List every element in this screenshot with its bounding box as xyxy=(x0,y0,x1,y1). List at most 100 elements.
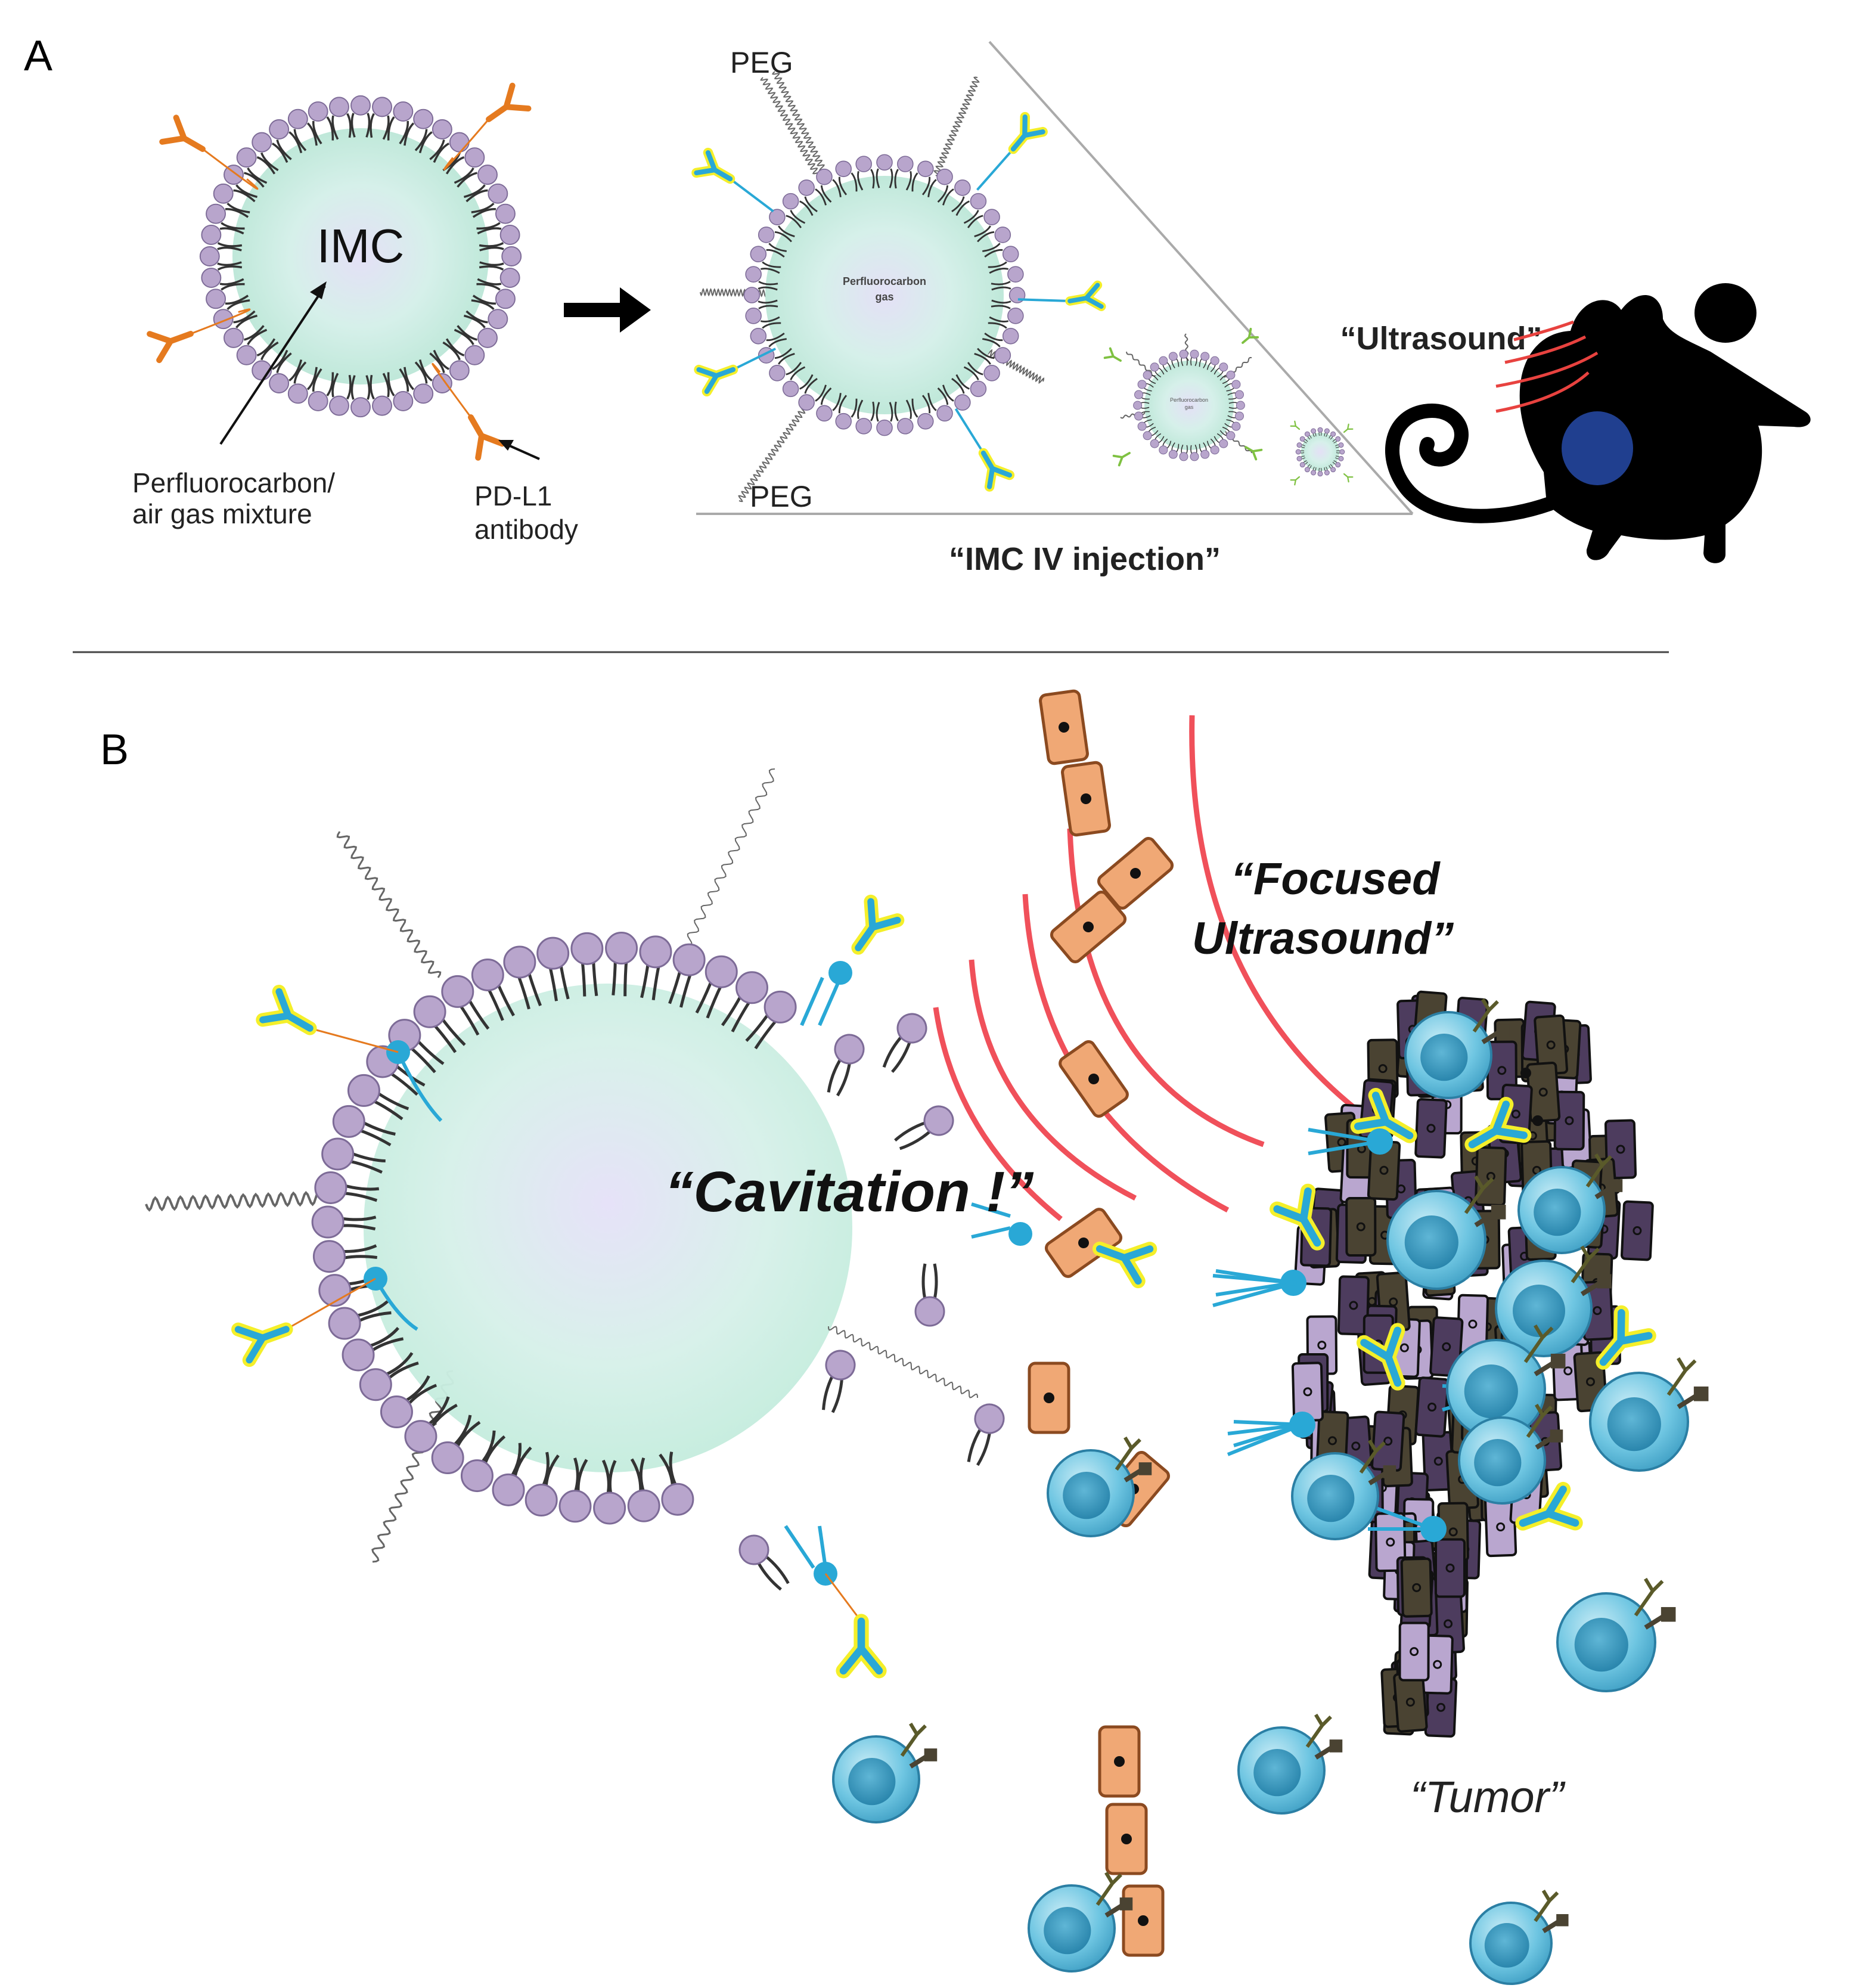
lipid-head xyxy=(1168,352,1178,361)
antibody-icon xyxy=(1065,280,1106,311)
receptor-icon xyxy=(1556,1914,1569,1927)
lipid-tail xyxy=(762,249,785,268)
lipid-head xyxy=(705,955,738,988)
tumor-site-icon xyxy=(1562,411,1633,485)
antibody-arms xyxy=(855,898,901,951)
lipid-head xyxy=(825,1350,856,1381)
lipid-head xyxy=(954,179,971,196)
t-cell-nucleus xyxy=(1484,1923,1529,1968)
lipid-head xyxy=(1296,455,1302,461)
lipid-head xyxy=(501,246,522,266)
lipid-tail xyxy=(756,1555,790,1591)
lipid-tail xyxy=(838,172,858,196)
receptor-icon xyxy=(1693,1386,1709,1401)
receptor-icon xyxy=(1305,1713,1332,1748)
antibody-linker xyxy=(784,1525,827,1569)
receptor-icon xyxy=(1383,1465,1396,1478)
receptor-icon xyxy=(1138,1462,1152,1475)
lipid-tail xyxy=(838,395,858,418)
lipid-tail xyxy=(370,113,390,140)
peg-chain xyxy=(738,407,806,503)
conjugate-bead xyxy=(1420,1516,1447,1542)
t-cell-nucleus xyxy=(1474,1439,1522,1487)
lipid-tail xyxy=(768,231,792,252)
tumor-cell-nucleus xyxy=(1327,1436,1337,1446)
lipid-head xyxy=(1304,431,1310,437)
tumor-cell-nucleus xyxy=(1383,1437,1393,1446)
lipid-tail xyxy=(758,286,778,304)
lipid-tail xyxy=(758,268,780,286)
lipid-tail xyxy=(942,188,965,213)
lipid-tail xyxy=(445,156,474,184)
lipid-tail xyxy=(927,387,949,411)
antibody-icon xyxy=(468,414,505,461)
lipid-head xyxy=(1210,356,1219,365)
tumor-cell-body xyxy=(1475,1146,1507,1207)
lipid-tail xyxy=(226,299,256,324)
lipid-head xyxy=(1338,455,1344,461)
antibody-icon xyxy=(147,331,194,364)
lipid-head xyxy=(206,289,226,309)
lipid-head xyxy=(1236,401,1245,410)
lipid-head xyxy=(994,347,1011,364)
antibody-linker xyxy=(954,408,985,454)
tumor-cell-nucleus xyxy=(1379,1165,1389,1175)
lipid-tail xyxy=(235,172,265,199)
lipid-head xyxy=(1179,349,1188,359)
lipid-tail xyxy=(1141,402,1150,409)
antibody-icon xyxy=(1464,1097,1532,1152)
lipid-head xyxy=(536,936,570,970)
antibody-icon xyxy=(1008,111,1048,154)
lipid-head xyxy=(1335,462,1341,468)
tumor-cell-nucleus xyxy=(1445,1563,1455,1573)
lipid-tail xyxy=(1162,438,1172,449)
lipid-head xyxy=(758,227,775,243)
lipid-head xyxy=(1235,411,1244,421)
lipid-icon xyxy=(914,1263,945,1327)
lipid-tail xyxy=(876,168,893,188)
tumor-cell-nucleus xyxy=(1436,1702,1446,1712)
lipid-head xyxy=(477,165,498,185)
lipid-tail xyxy=(418,131,445,160)
t-cell-nucleus xyxy=(1607,1397,1661,1452)
t-cell-group xyxy=(832,998,1709,1985)
lipid-tail xyxy=(1214,433,1224,443)
lipid-head xyxy=(798,394,815,411)
t-cell-nucleus xyxy=(1574,1618,1628,1672)
lipid-head xyxy=(314,1171,347,1204)
lipid-head xyxy=(1150,439,1159,448)
lipid-icon xyxy=(738,1534,790,1591)
receptor-icon xyxy=(1526,1403,1553,1438)
tumor-cell-nucleus xyxy=(1433,1456,1443,1466)
peg-top-label: PEG xyxy=(730,46,793,79)
lipid-tail xyxy=(293,361,318,390)
lipid-tail xyxy=(955,366,979,390)
lipid-head xyxy=(252,132,272,153)
lipid-head xyxy=(1137,380,1147,389)
antibody-arms xyxy=(1244,446,1263,461)
tumor-cell-icon xyxy=(1553,1090,1585,1151)
lipid-head xyxy=(936,405,953,422)
rbc-nucleus xyxy=(1130,868,1141,879)
lipid-tail xyxy=(479,246,504,266)
receptor-icon xyxy=(1634,1577,1664,1617)
antibody-linker xyxy=(432,362,472,418)
tumor-cell-nucleus xyxy=(1317,1341,1327,1350)
lipid-head xyxy=(1137,421,1147,431)
lipid-tail xyxy=(260,142,288,172)
lipid-head xyxy=(983,209,1000,225)
lipid-head xyxy=(492,1473,525,1506)
antibody-linker xyxy=(800,976,842,1026)
lipid-tail xyxy=(235,314,265,341)
lipid-head xyxy=(441,975,474,1008)
bubble-large-label-2: gas xyxy=(875,291,893,303)
lipid-tail xyxy=(804,377,827,402)
peg-chain xyxy=(760,77,821,176)
lipid-head xyxy=(974,1403,1005,1434)
ultrasound-wave-icon xyxy=(933,715,1373,1221)
lipid-tail xyxy=(472,207,501,230)
lipid-tail xyxy=(790,200,814,224)
lipid-head xyxy=(1190,452,1199,461)
lipid-head xyxy=(1338,442,1344,448)
lipid-head xyxy=(413,383,434,404)
